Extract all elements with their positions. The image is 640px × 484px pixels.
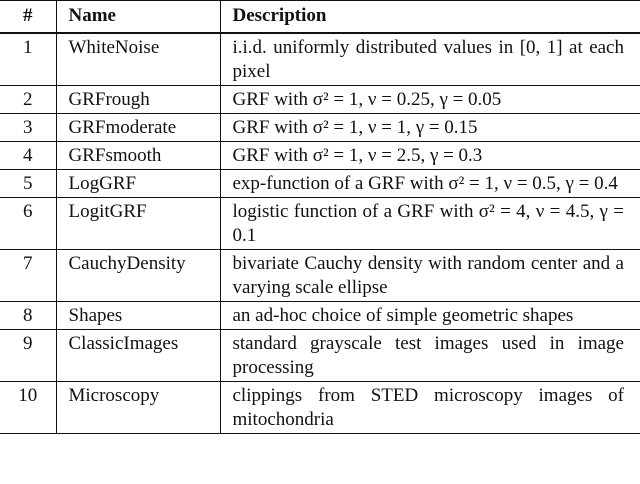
- table-row: 2 GRFrough GRF with σ² = 1, ν = 0.25, γ …: [0, 85, 640, 114]
- table-row: 7 CauchyDensity bivariate Cauchy density…: [0, 249, 640, 302]
- row-number: 4: [0, 141, 57, 170]
- table-row: 3 GRFmoderate GRF with σ² = 1, ν = 1, γ …: [0, 113, 640, 142]
- row-description: logistic function of a GRF with σ² = 4, …: [232, 201, 625, 246]
- row-name: GRFsmooth: [56, 141, 221, 170]
- row-name: Shapes: [56, 301, 221, 330]
- row-description: i.i.d. uniformly distributed values in […: [232, 37, 625, 82]
- row-name: Microscopy: [56, 381, 221, 434]
- table-body: 1 WhiteNoise i.i.d. uniformly distribute…: [0, 33, 640, 434]
- header-number: #: [0, 0, 57, 34]
- table-row: 1 WhiteNoise i.i.d. uniformly distribute…: [0, 33, 640, 86]
- dataset-table: # Name Description 1 WhiteNoise i.i.d. u…: [0, 0, 640, 434]
- row-number: 3: [0, 113, 57, 142]
- row-name: LogGRF: [56, 169, 221, 198]
- row-number: 2: [0, 85, 57, 114]
- row-number: 10: [0, 381, 57, 434]
- table-row: 10 Microscopy clippings from STED micros…: [0, 381, 640, 434]
- row-name: CauchyDensity: [56, 249, 221, 302]
- row-number: 5: [0, 169, 57, 198]
- row-name: LogitGRF: [56, 197, 221, 250]
- header-description: Description: [220, 0, 640, 34]
- row-description: bivariate Cauchy density with random cen…: [232, 253, 625, 298]
- header-row: # Name Description: [0, 0, 640, 34]
- row-number: 9: [0, 329, 57, 382]
- row-description: GRF with σ² = 1, ν = 0.25, γ = 0.05: [232, 89, 502, 110]
- row-description: clippings from STED microscopy images of…: [232, 385, 625, 430]
- row-description: standard grayscale test images used in i…: [232, 333, 625, 378]
- table-row: 4 GRFsmooth GRF with σ² = 1, ν = 2.5, γ …: [0, 141, 640, 170]
- row-name: ClassicImages: [56, 329, 221, 382]
- row-description: GRF with σ² = 1, ν = 1, γ = 0.15: [232, 117, 478, 138]
- header-name: Name: [56, 0, 221, 34]
- table-row: 5 LogGRF exp-function of a GRF with σ² =…: [0, 169, 640, 198]
- row-name: GRFmoderate: [56, 113, 221, 142]
- row-number: 7: [0, 249, 57, 302]
- table-row: 9 ClassicImages standard grayscale test …: [0, 329, 640, 382]
- row-name: GRFrough: [56, 85, 221, 114]
- row-number: 1: [0, 33, 57, 86]
- table-row: 8 Shapes an ad-hoc choice of simple geom…: [0, 301, 640, 330]
- table-header: # Name Description: [0, 0, 640, 34]
- row-name: WhiteNoise: [56, 33, 221, 86]
- row-description: GRF with σ² = 1, ν = 2.5, γ = 0.3: [232, 145, 483, 166]
- row-number: 6: [0, 197, 57, 250]
- row-description: exp-function of a GRF with σ² = 1, ν = 0…: [232, 173, 618, 194]
- table-row: 6 LogitGRF logistic function of a GRF wi…: [0, 197, 640, 250]
- row-number: 8: [0, 301, 57, 330]
- row-description: an ad-hoc choice of simple geometric sha…: [232, 305, 574, 326]
